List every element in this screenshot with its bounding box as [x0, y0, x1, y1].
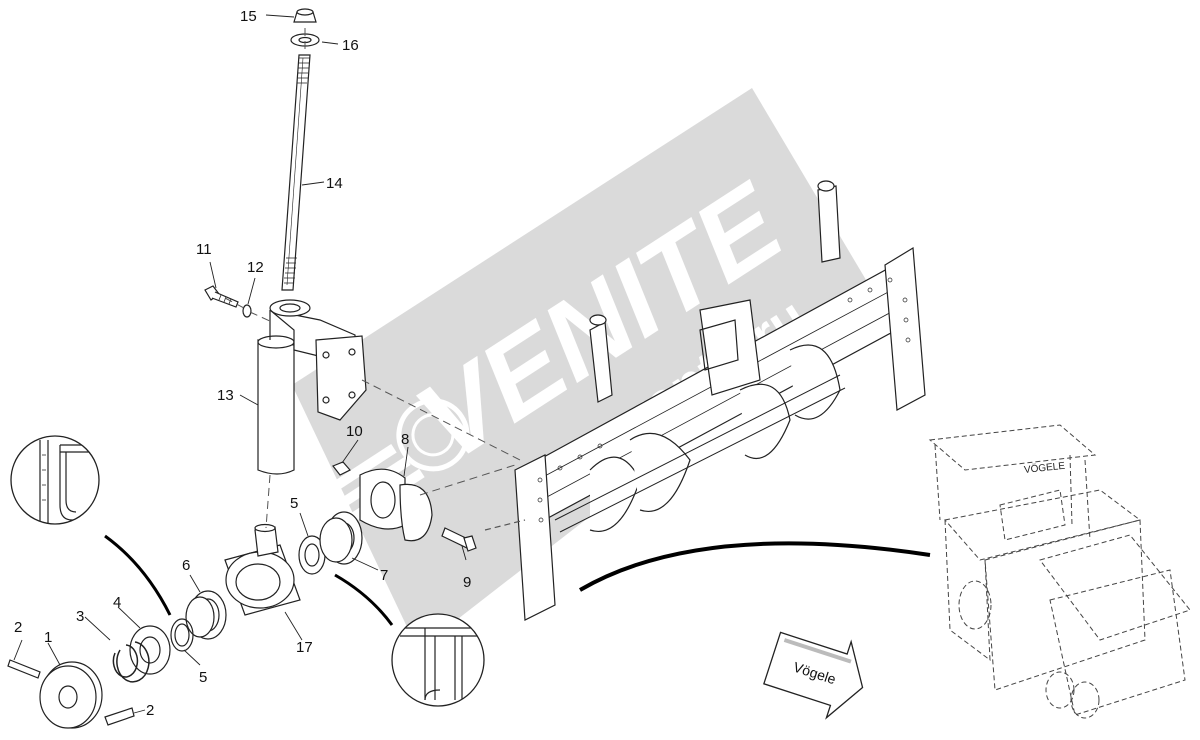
callout-12: 12 — [247, 259, 264, 276]
part-2-screw-upper — [7, 659, 41, 679]
callout-13: 13 — [217, 387, 234, 404]
callout-6: 6 — [182, 557, 190, 574]
callout-16: 16 — [342, 37, 359, 54]
callout-5-middle: 5 — [290, 495, 298, 512]
callout-1: 1 — [44, 629, 52, 646]
callouts: 15 16 14 11 12 13 10 8 5 7 9 6 17 5 4 3 … — [14, 8, 471, 719]
part-13-bracket — [257, 299, 367, 475]
callout-7: 7 — [380, 567, 388, 584]
auger-frame-assembly — [484, 180, 926, 621]
part-17-housing — [224, 523, 301, 616]
part-2-screw-lower — [104, 707, 135, 726]
callout-17: 17 — [296, 639, 313, 656]
direction-arrow: Vögele — [763, 631, 864, 720]
part-10-nut — [332, 461, 351, 476]
callout-2-lower: 2 — [146, 702, 154, 719]
watermark-band — [292, 88, 875, 650]
callout-3: 3 — [76, 608, 84, 625]
part-5-ring-middle — [298, 535, 326, 575]
callout-11: 11 — [196, 241, 212, 258]
part-5-ring-left — [170, 618, 194, 652]
part-3-circlip — [112, 641, 150, 683]
part-8-flange — [359, 468, 433, 542]
pointer-curve — [578, 541, 931, 592]
seal-detail-left — [10, 435, 172, 616]
paver-machine — [928, 424, 1191, 719]
callout-10: 10 — [346, 423, 363, 440]
assembly-lines — [224, 28, 521, 529]
callout-14: 14 — [326, 175, 343, 192]
callout-8: 8 — [401, 431, 409, 448]
part-4-spacer — [129, 625, 171, 675]
callout-2-upper: 2 — [14, 619, 22, 636]
callout-15: 15 — [240, 8, 257, 25]
part-6-bearing — [185, 590, 227, 640]
machine-label: VÖGELE — [1023, 460, 1065, 476]
part-11-bolt — [204, 285, 239, 308]
part-9-bolt — [441, 527, 477, 552]
leader-lines — [13, 14, 467, 714]
seal-detail-right — [334, 573, 485, 707]
part-7-seal — [319, 511, 363, 565]
part-15-nut — [293, 8, 317, 23]
part-1-cover — [39, 661, 103, 729]
callout-9: 9 — [463, 574, 471, 591]
part-14-rod — [281, 54, 311, 291]
part-12-washer — [242, 304, 252, 318]
callout-4: 4 — [113, 594, 121, 611]
callout-5-left: 5 — [199, 669, 207, 686]
